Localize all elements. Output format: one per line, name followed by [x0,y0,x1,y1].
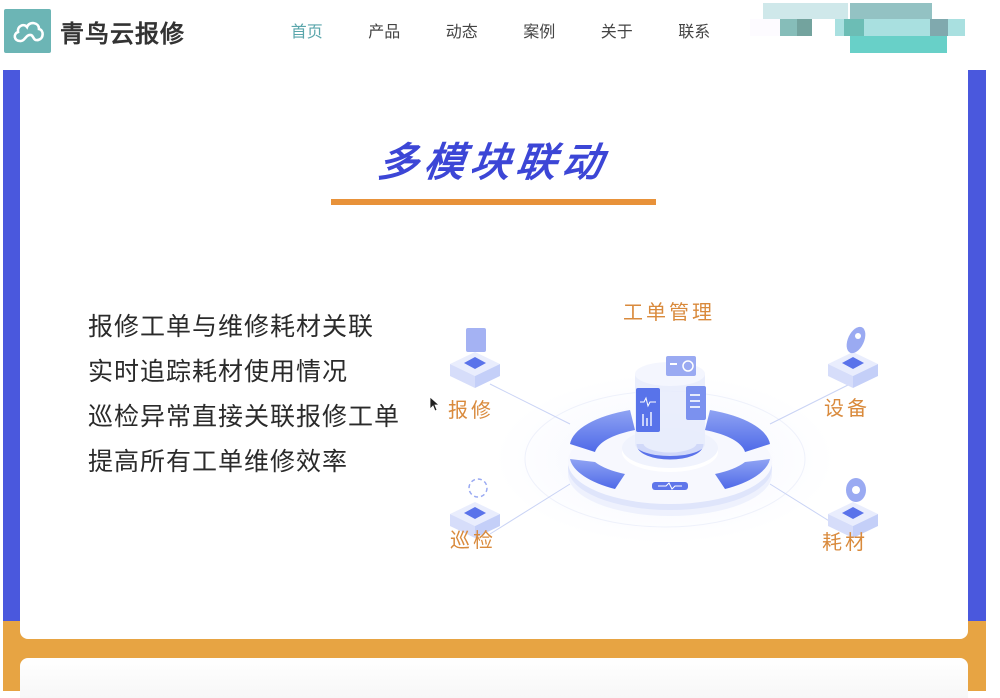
logo[interactable]: 青鸟云报修 [4,9,185,53]
section-title: 多模块联动 [375,140,612,186]
mouse-cursor-icon [429,396,441,412]
feature-item: 实时追踪耗材使用情况 [88,357,349,386]
feature-section: 多模块联动 报修工单与维修耗材关联 实时追踪耗材使用情况 巡检异常直接关联报修工… [0,68,1000,698]
nav-item-cases[interactable]: 案例 [523,22,556,41]
feature-item: 报修工单与维修耗材关联 [88,312,375,341]
nav-item-about[interactable]: 关于 [600,22,633,41]
site-header: 青鸟云报修 首页 产品 动态 案例 关于 联系 [0,0,1000,68]
center-module-label: 工单管理 [623,300,715,324]
nav-item-products[interactable]: 产品 [368,22,401,41]
nav-item-news[interactable]: 动态 [445,22,478,41]
node-label-inspection: 巡检 [450,528,496,552]
nav-item-home[interactable]: 首页 [290,22,323,41]
repair-node-cube [450,328,500,388]
device-node-cube [828,326,878,388]
node-label-device: 设备 [824,396,870,420]
module-diagram: 工单管理 报修 设备 巡检 耗材 [430,284,900,564]
next-card [20,658,968,698]
logo-text: 青鸟云报修 [60,19,185,48]
inspection-node-cube [450,478,500,538]
title-underline [331,199,656,205]
feature-list: 报修工单与维修耗材关联 实时追踪耗材使用情况 巡检异常直接关联报修工单 提高所有… [88,304,408,484]
node-label-repair: 报修 [448,398,494,422]
redacted-button[interactable] [835,3,980,53]
node-label-consumable: 耗材 [822,530,868,554]
platform-illustration [450,326,878,544]
nav-item-contact[interactable]: 联系 [678,22,711,41]
main-nav: 首页 产品 动态 案例 关于 联系 [268,20,733,44]
feature-item: 巡检异常直接关联报修工单 [88,402,401,431]
feature-item: 提高所有工单维修效率 [88,447,349,476]
consumable-node-cube [828,478,878,538]
redacted-area [750,3,850,53]
feature-card: 多模块联动 报修工单与维修耗材关联 实时追踪耗材使用情况 巡检异常直接关联报修工… [20,68,968,639]
cloud-icon [4,9,51,53]
